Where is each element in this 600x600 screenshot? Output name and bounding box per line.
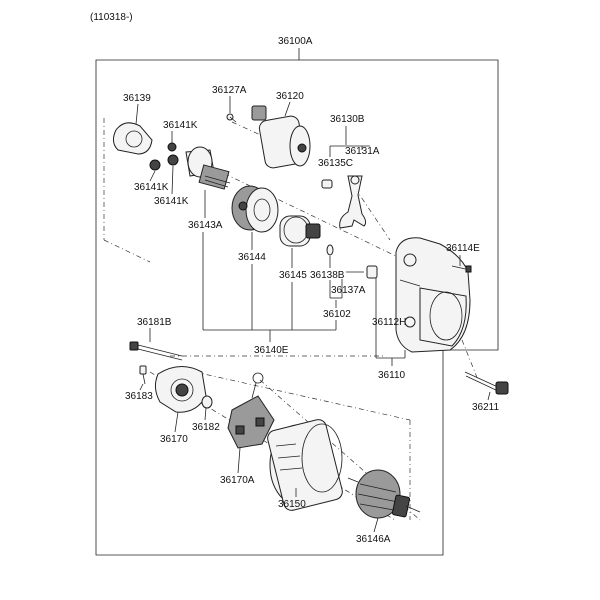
label-36120: 36120 xyxy=(276,91,304,102)
label-36143A: 36143A xyxy=(188,220,223,231)
part-36139-plate xyxy=(112,122,153,155)
label-36170: 36170 xyxy=(160,434,188,445)
part-36114E-bolt xyxy=(451,265,472,273)
label-36110: 36110 xyxy=(378,370,406,381)
part-36120-solenoid xyxy=(251,105,311,169)
part-36211-bolt xyxy=(464,371,509,395)
label-36137A: 36137A xyxy=(331,285,366,296)
part-36137A-bushing xyxy=(366,265,378,279)
part-36141K-nut xyxy=(149,142,179,171)
label-36145: 36145 xyxy=(279,270,307,281)
label-36140E: 36140E xyxy=(254,345,289,356)
label-36211: 36211 xyxy=(472,402,500,413)
label-36114E: 36114E xyxy=(446,243,480,254)
label-36127A: 36127A xyxy=(212,85,247,96)
part-36143A-shaft xyxy=(185,146,231,190)
label-36182: 36182 xyxy=(192,422,220,433)
assembly-number: 36100A xyxy=(278,36,313,47)
part-36182-bushing xyxy=(201,395,213,409)
guide-line xyxy=(103,239,151,263)
label-36144: 36144 xyxy=(238,252,266,263)
part-36127A-screw xyxy=(226,113,237,123)
guide-line xyxy=(354,187,391,241)
catalog-date-code: (110318-) xyxy=(90,12,133,23)
label-36150: 36150 xyxy=(278,499,306,510)
label-36181B: 36181B xyxy=(137,317,172,328)
label-36135C: 36135C xyxy=(318,158,353,169)
label-36170A: 36170A xyxy=(220,475,255,486)
label-36131A: 36131A xyxy=(345,146,380,157)
label-36141K-left: 36141K xyxy=(134,182,169,193)
part-36170A-brush-holder xyxy=(227,372,275,449)
part-36145-clutch xyxy=(279,215,321,247)
guide-line xyxy=(194,371,411,421)
label-36141K-upper: 36141K xyxy=(163,120,198,131)
label-36102: 36102 xyxy=(323,309,351,320)
label-36138B: 36138B xyxy=(310,270,345,281)
part-36181B-bolt xyxy=(129,341,183,361)
label-36130B: 36130B xyxy=(330,114,365,125)
part-36138B-washer xyxy=(326,244,334,256)
label-36139: 36139 xyxy=(123,93,151,104)
label-36183: 36183 xyxy=(125,391,153,402)
part-36144-gear-housing xyxy=(231,185,279,233)
label-36146A: 36146A xyxy=(356,534,391,545)
part-36110-front-housing xyxy=(395,237,471,353)
part-36150-yoke xyxy=(267,419,343,511)
part-36131A-shift-lever xyxy=(339,175,367,229)
part-36183-screw xyxy=(139,365,147,385)
label-36141K-lower: 36141K xyxy=(154,196,189,207)
part-36170-rear-cover xyxy=(154,366,207,413)
part-36135C-pin xyxy=(321,179,333,189)
label-36112H: 36112H xyxy=(372,317,406,328)
part-36146A-armature xyxy=(347,469,421,519)
